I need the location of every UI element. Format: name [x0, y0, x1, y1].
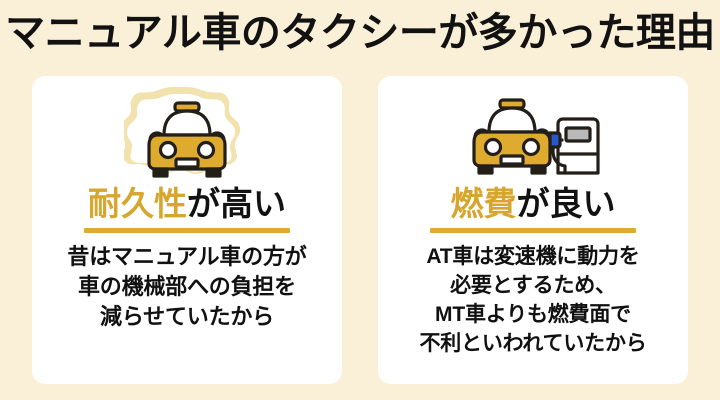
heading-underline — [84, 228, 290, 233]
body-line: 車の機械部への負担を — [77, 274, 296, 299]
card-body-durability: 昔はマニュアル車の方が 車の機械部への負担を 減らせていたから — [40, 242, 334, 332]
body-line: 減らせていたから — [100, 304, 274, 329]
body-line: 不利といわれていたから — [419, 332, 647, 355]
heading-rest-text: が高い — [187, 185, 286, 222]
card-heading-fuel-economy: 燃費が良い — [378, 184, 688, 224]
card-body-fuel-economy: AT車は変速機に動力を 必要とするため、 MT車よりも燃費面で 不利といわれてい… — [386, 242, 680, 358]
card-heading-durability: 耐久性が高い — [32, 184, 342, 224]
taxi-front-glow-icon — [32, 82, 342, 184]
body-line: 昔はマニュアル車の方が — [67, 244, 307, 269]
body-line: 必要とするため、 — [450, 274, 616, 297]
heading-rest-text: が良い — [516, 185, 616, 222]
taxi-fuel-pump-icon — [378, 82, 688, 184]
page-title: マニュアル車のタクシーが多かった理由 — [5, 11, 715, 55]
heading-underline — [430, 228, 636, 233]
heading-accent-text: 耐久性 — [88, 185, 187, 222]
heading-accent-text: 燃費 — [450, 185, 517, 222]
reason-card-durability: 耐久性が高い 昔はマニュアル車の方が 車の機械部への負担を 減らせていたから — [32, 76, 342, 384]
body-line: AT車は変速機に動力を — [426, 245, 640, 268]
cards-row: 耐久性が高い 昔はマニュアル車の方が 車の機械部への負担を 減らせていたから — [32, 76, 688, 384]
body-line: MT車よりも燃費面で — [435, 303, 631, 326]
reason-card-fuel-economy: 燃費が良い AT車は変速機に動力を 必要とするため、 MT車よりも燃費面で 不利… — [378, 76, 688, 384]
